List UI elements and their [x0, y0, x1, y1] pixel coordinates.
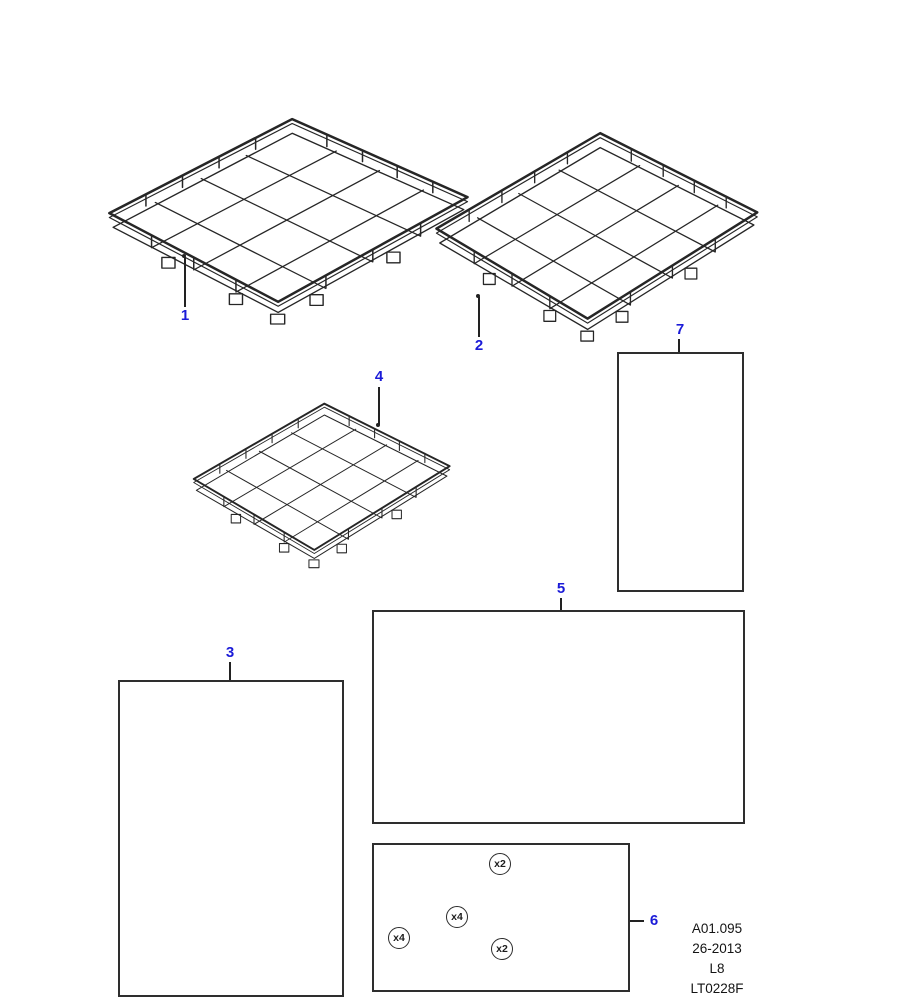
- callout-7-leader: [678, 339, 680, 352]
- callout-3[interactable]: 3: [225, 644, 235, 661]
- drawing-code: LT0228F: [690, 981, 744, 996]
- callout-5-leader: [560, 598, 562, 610]
- callout-5[interactable]: 5: [556, 580, 566, 597]
- qty-badge-bracket: x2: [491, 938, 513, 960]
- callout-1[interactable]: 1: [180, 307, 190, 324]
- drawing-reference-block: A01.095 26-2013 L8 LT0228F: [673, 919, 761, 999]
- callout-2-dot: [476, 294, 480, 298]
- figure-ref: A01.095: [691, 921, 743, 936]
- qty-badge-bolt: x4: [446, 906, 468, 928]
- callout-1-dot: [182, 254, 186, 258]
- qty-badge-plate: x2: [489, 853, 511, 875]
- callout-2[interactable]: 2: [474, 337, 484, 354]
- callout-1-leader: [184, 257, 186, 307]
- callout-4[interactable]: 4: [374, 368, 384, 385]
- issue-ref: 26-2013: [692, 941, 742, 956]
- item-7-panel: [617, 352, 744, 592]
- callout-6[interactable]: 6: [649, 912, 659, 929]
- qty-badge-washer: x4: [388, 927, 410, 949]
- callout-4-dot: [376, 423, 380, 427]
- callout-2-leader: [478, 297, 480, 337]
- roof-rack-basket-2-drawing: [435, 131, 759, 343]
- model-code: L8: [709, 961, 725, 976]
- callout-4-leader: [378, 387, 380, 425]
- roof-rack-basket-1-drawing: [108, 117, 469, 326]
- callout-3-leader: [229, 662, 231, 680]
- roof-rack-basket-4-drawing: [192, 402, 451, 569]
- item-5-panel: [372, 610, 745, 824]
- item-3-panel: [118, 680, 344, 997]
- callout-7[interactable]: 7: [675, 321, 685, 338]
- callout-6-leader: [630, 920, 644, 922]
